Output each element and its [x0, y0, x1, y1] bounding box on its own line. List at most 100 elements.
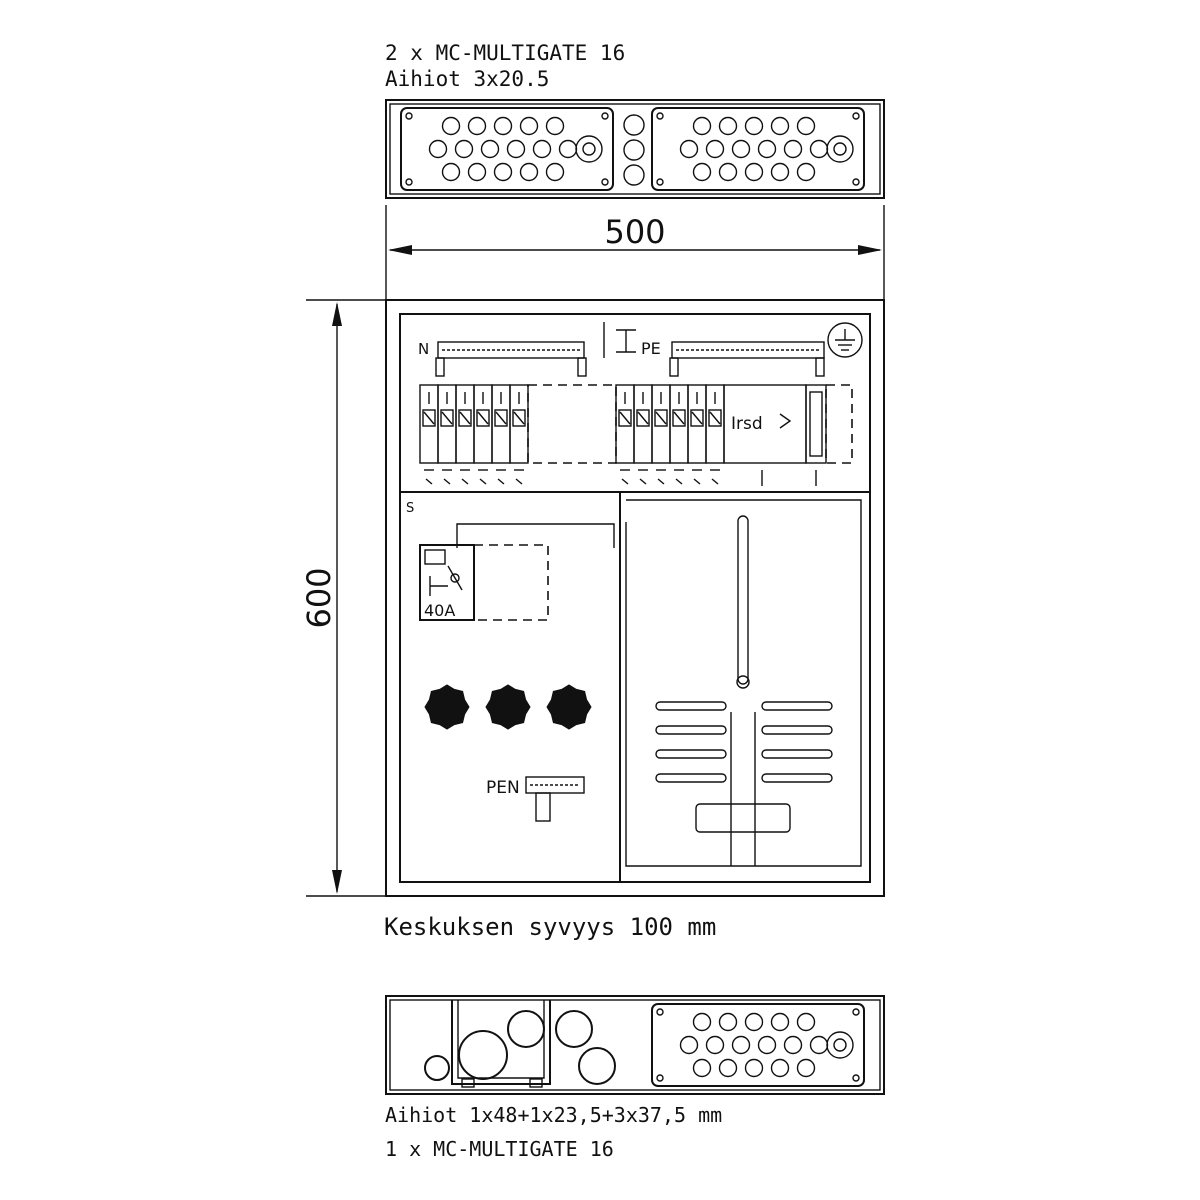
- gate-hole: [757, 139, 777, 159]
- gate-hole: [493, 162, 513, 182]
- blank-hole-23: [424, 1055, 450, 1081]
- breaker-row-right: [615, 384, 725, 464]
- gate-hole: [796, 1012, 816, 1032]
- gate-hole: [796, 116, 816, 136]
- gate-hole: [770, 116, 790, 136]
- gate-hole: [731, 139, 751, 159]
- gate-screw: [852, 112, 860, 120]
- blank-holes: [623, 114, 645, 186]
- vent-slots: [655, 701, 833, 783]
- pe-label: PE: [641, 339, 661, 358]
- gate-large-hole-inner: [582, 142, 596, 156]
- gate-frame: [400, 107, 614, 191]
- multigate-bottom: [651, 1003, 865, 1087]
- main-breaker: Irsd: [723, 384, 807, 464]
- height-value: 600: [300, 567, 338, 628]
- knob-icon: [546, 684, 592, 730]
- gate-hole: [757, 1035, 777, 1055]
- circuit-label-mark: [711, 478, 719, 485]
- circuit-label-mark: [425, 478, 433, 485]
- depth-note: Keskuksen syvyys 100 mm: [384, 913, 716, 941]
- gate-hole: [770, 1012, 790, 1032]
- gate-hole: [744, 116, 764, 136]
- gate-screw: [656, 178, 664, 186]
- circuit-label-mark: [675, 478, 683, 485]
- circuit-label-mark: [515, 478, 523, 485]
- gate-hole: [558, 139, 578, 159]
- meter-connector: [805, 384, 827, 464]
- switch-rating: 40A: [424, 601, 455, 620]
- pen-label: PEN: [486, 778, 520, 798]
- gate-hole: [679, 139, 699, 159]
- main-switch: 40A: [419, 544, 475, 621]
- breaker-lever: [513, 411, 525, 425]
- gate-large-hole-inner: [833, 1038, 847, 1052]
- breaker-toggle: [422, 409, 436, 427]
- pe-bridge: [603, 322, 636, 358]
- gate-hole: [428, 139, 448, 159]
- vent-slot: [761, 773, 833, 783]
- gate-large-hole: [826, 135, 854, 163]
- breaker-lever: [477, 411, 489, 425]
- breaker-lever: [637, 411, 649, 425]
- breaker-lever: [423, 411, 435, 425]
- front-view: N PE: [385, 299, 885, 897]
- vent-slot: [655, 773, 727, 783]
- breaker-lever: [673, 411, 685, 425]
- breaker-toggle: [636, 409, 650, 427]
- gate-hole: [809, 139, 829, 159]
- breaker-toggle: [494, 409, 508, 427]
- bottom-view-blanks-note: Aihiot 1x48+1x23,5+3x37,5 mm: [385, 1103, 722, 1127]
- breaker-toggle: [654, 409, 668, 427]
- pen-terminal: [525, 776, 585, 822]
- breaker-lever: [619, 411, 631, 425]
- vent-slot: [761, 701, 833, 711]
- breaker-toggle: [512, 409, 526, 427]
- circuit-label-mark: [639, 478, 647, 485]
- gate-hole: [744, 1058, 764, 1078]
- gate-hole: [809, 1035, 829, 1055]
- gate-hole: [783, 139, 803, 159]
- multigate-left: [400, 107, 614, 191]
- breaker-row-left: [419, 384, 529, 464]
- gate-hole: [718, 1058, 738, 1078]
- gate-hole: [506, 139, 526, 159]
- vent-slot: [761, 749, 833, 759]
- gate-hole: [744, 162, 764, 182]
- circuit-label-mark: [621, 478, 629, 485]
- blank-hole-37-c: [578, 1047, 616, 1085]
- gate-hole: [679, 1035, 699, 1055]
- circuit-label-mark: [443, 478, 451, 485]
- circuit-label-mark: [479, 478, 487, 485]
- s-label: S: [406, 501, 414, 516]
- gate-screw: [405, 178, 413, 186]
- gate-frame: [651, 1003, 865, 1087]
- top-view-blanks-note: Aihiot 3x20.5: [385, 67, 549, 91]
- gate-hole: [441, 116, 461, 136]
- circuit-label-mark: [497, 478, 505, 485]
- breaker-toggle: [440, 409, 454, 427]
- circuit-labels: [424, 469, 817, 486]
- vent-slot: [761, 725, 833, 735]
- gate-hole: [692, 116, 712, 136]
- gate-screw: [656, 112, 664, 120]
- breaker-toggle: [476, 409, 490, 427]
- breaker-toggle: [672, 409, 686, 427]
- gate-hole: [731, 1035, 751, 1055]
- width-dimension: 500: [385, 205, 885, 300]
- gate-hole: [692, 162, 712, 182]
- gate-hole: [519, 116, 539, 136]
- gate-hole: [692, 1058, 712, 1078]
- gate-hole: [692, 1012, 712, 1032]
- breaker-lever: [655, 411, 667, 425]
- gate-hole: [718, 162, 738, 182]
- breaker-toggle: [458, 409, 472, 427]
- vent-slot: [655, 749, 727, 759]
- gate-large-hole: [575, 135, 603, 163]
- breaker-toggle: [618, 409, 632, 427]
- breaker-toggle: [690, 409, 704, 427]
- gate-hole: [454, 139, 474, 159]
- gate-hole: [493, 116, 513, 136]
- multigate-right: [651, 107, 865, 191]
- gate-large-hole-inner: [833, 142, 847, 156]
